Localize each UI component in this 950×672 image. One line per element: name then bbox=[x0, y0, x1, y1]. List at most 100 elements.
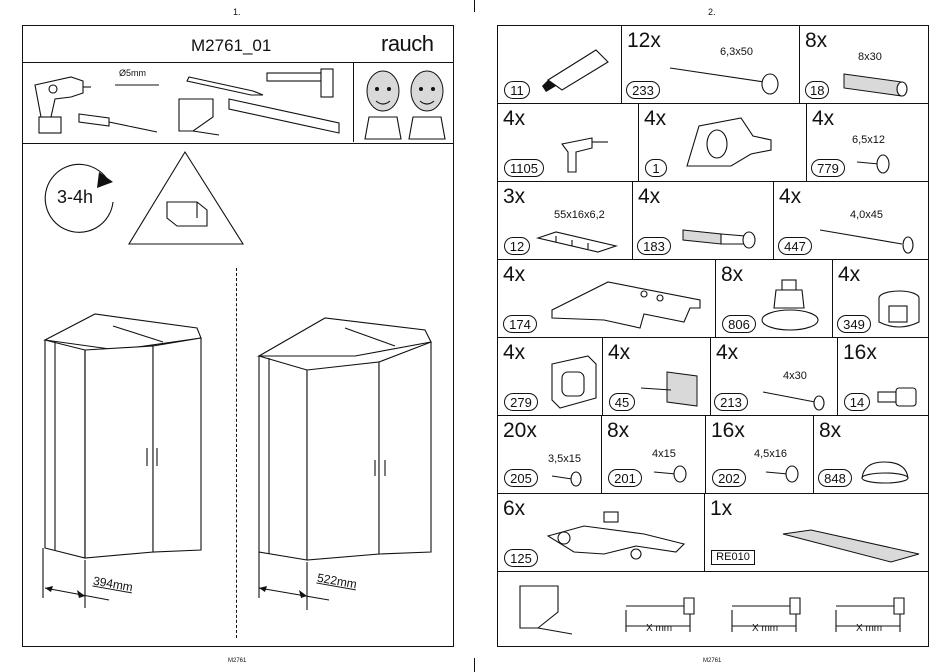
part-cell-202: 16x 4,5x16 202 bbox=[706, 416, 814, 494]
tools-row: Ø5mm bbox=[23, 63, 453, 144]
wedge-spacer-icon bbox=[536, 228, 620, 254]
part-cell-848: 8x 848 bbox=[814, 416, 928, 494]
part-code: RE010 bbox=[711, 550, 755, 565]
part-cell-1105: 4x 1105 bbox=[498, 104, 639, 182]
medium-screw-icon bbox=[763, 388, 829, 410]
part-cell-14: 16x 14 bbox=[838, 338, 928, 416]
part-qty: 8x bbox=[607, 420, 629, 441]
part-qty: 4x bbox=[503, 264, 525, 285]
screw-length-label-1: X mm bbox=[646, 623, 672, 634]
dashed-divider bbox=[236, 268, 237, 638]
part-code: 201 bbox=[608, 469, 642, 487]
wood-screw-icon bbox=[670, 62, 790, 90]
part-cell-447: 4x 4,0x45 447 bbox=[774, 182, 928, 260]
part-spec: 55x16x6,2 bbox=[554, 209, 605, 221]
drilling-jig-icon bbox=[173, 95, 221, 137]
short-screw-icon bbox=[855, 152, 895, 176]
part-qty: 16x bbox=[711, 420, 745, 441]
part-qty: 4x bbox=[608, 342, 630, 363]
part-qty: 4x bbox=[503, 108, 525, 129]
part-qty: 20x bbox=[503, 420, 537, 441]
part-code: 14 bbox=[844, 393, 870, 411]
angle-bracket-icon bbox=[641, 368, 703, 412]
part-cell-125: 6x 125 bbox=[498, 494, 705, 572]
part-cell-18: 8x 8x30 18 bbox=[800, 26, 928, 104]
cover-cap-icon bbox=[860, 460, 910, 486]
corner-wardrobe-right bbox=[255, 298, 445, 618]
part-code: 848 bbox=[818, 469, 852, 487]
part-cell-806: 8x 806 bbox=[716, 260, 833, 338]
shelf-support-icon bbox=[556, 128, 616, 176]
part-code: 205 bbox=[504, 469, 538, 487]
assembly-time: 3-4h bbox=[57, 187, 93, 208]
part-cell-779: 4x 6,5x12 779 bbox=[807, 104, 928, 182]
screw-length-label-3: X mm bbox=[856, 623, 882, 634]
small-screw-icon bbox=[654, 464, 690, 484]
part-code: 279 bbox=[504, 393, 538, 411]
part-cell-RE010: 1x RE010 bbox=[705, 494, 928, 572]
part-code: 12 bbox=[504, 237, 530, 255]
part-qty: 4x bbox=[812, 108, 834, 129]
corner-wardrobe-left bbox=[43, 298, 223, 618]
part-spec: 4x30 bbox=[783, 370, 807, 382]
footer-right: M2761 bbox=[703, 658, 721, 664]
part-cell-349: 4x 349 bbox=[833, 260, 928, 338]
part-code: 174 bbox=[503, 315, 537, 333]
parts-list-frame: 11 12x 6,3x50 233 8x 8x30 18 4x 1105 4x bbox=[497, 25, 929, 647]
part-qty: 12x bbox=[627, 30, 661, 51]
part-code: 202 bbox=[712, 469, 746, 487]
hanging-bracket-icon bbox=[760, 278, 824, 334]
fold-mark-bottom bbox=[474, 658, 475, 672]
cam-lock-icon bbox=[875, 288, 923, 334]
drill-bit-label: Ø5mm bbox=[119, 68, 146, 78]
part-cell-11: 11 bbox=[498, 26, 622, 104]
shelf-pin-icon bbox=[876, 386, 920, 408]
part-code: 779 bbox=[811, 159, 845, 177]
felt-pad-strip-icon bbox=[781, 528, 921, 568]
part-spec: 4x15 bbox=[652, 448, 676, 460]
page-number-left: 1. bbox=[233, 7, 241, 17]
part-qty: 3x bbox=[503, 186, 525, 207]
part-spec: 6,5x12 bbox=[852, 134, 885, 146]
screwdriver-icon bbox=[79, 108, 159, 134]
brand-logo: rauch bbox=[381, 31, 434, 57]
assembler-avatar-1 bbox=[363, 67, 403, 139]
hinge-icon bbox=[544, 508, 694, 570]
part-spec: 4,5x16 bbox=[754, 448, 787, 460]
part-spec: 4,0x45 bbox=[850, 209, 883, 221]
part-code: 447 bbox=[778, 237, 812, 255]
part-code: 125 bbox=[504, 549, 538, 567]
glue-tube-icon bbox=[536, 46, 616, 92]
part-cell-174: 4x 174 bbox=[498, 260, 716, 338]
part-code: 806 bbox=[722, 315, 756, 333]
fold-mark-top bbox=[474, 0, 475, 12]
part-qty: 4x bbox=[638, 186, 660, 207]
screw-length-guide: X mm X mm X mm bbox=[498, 572, 928, 646]
part-qty: 8x bbox=[819, 420, 841, 441]
part-qty: 8x bbox=[721, 264, 743, 285]
part-cell-183: 4x 183 bbox=[633, 182, 774, 260]
spirit-level-icon bbox=[229, 93, 347, 137]
part-spec: 6,3x50 bbox=[720, 46, 753, 58]
page-number-right: 2. bbox=[708, 7, 716, 17]
part-cell-45: 4x 45 bbox=[603, 338, 711, 416]
part-qty: 6x bbox=[503, 498, 525, 519]
part-code: 1105 bbox=[504, 159, 544, 177]
part-code: 11 bbox=[504, 81, 530, 99]
part-code: 183 bbox=[637, 237, 671, 255]
part-cell-12: 3x 55x16x6,2 12 bbox=[498, 182, 633, 260]
part-cell-201: 8x 4x15 201 bbox=[602, 416, 706, 494]
small-screw-icon bbox=[766, 464, 802, 484]
part-cell-205: 20x 3,5x15 205 bbox=[498, 416, 602, 494]
drill-bit-icon bbox=[115, 78, 159, 92]
part-qty: 4x bbox=[503, 342, 525, 363]
assembler-avatar-2 bbox=[407, 67, 447, 139]
part-qty: 4x bbox=[838, 264, 860, 285]
part-cell-1: 4x 1 bbox=[639, 104, 807, 182]
part-code: 349 bbox=[837, 315, 871, 333]
left-page-frame: M2761_01 rauch Ø5mm bbox=[22, 25, 454, 647]
part-qty: 1x bbox=[710, 498, 732, 519]
part-qty: 16x bbox=[843, 342, 877, 363]
rail-holder-icon bbox=[544, 348, 600, 414]
part-code: 1 bbox=[645, 159, 667, 177]
